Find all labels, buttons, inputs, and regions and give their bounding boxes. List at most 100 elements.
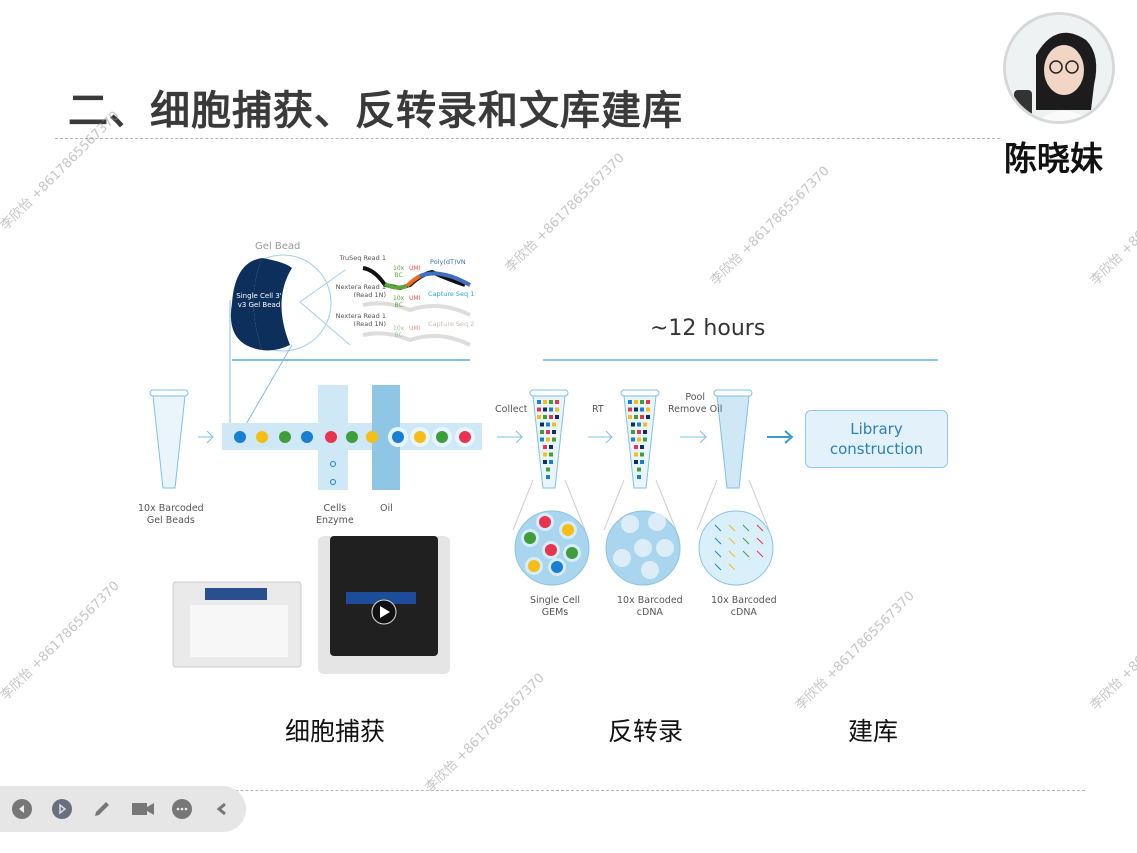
umi-label: UMI bbox=[409, 295, 421, 302]
zoom-line bbox=[512, 479, 534, 531]
oligo-read-label: TruSeq Read 1 bbox=[339, 254, 386, 262]
bead-dot bbox=[546, 475, 550, 479]
oil-label: Oil bbox=[380, 503, 393, 514]
bead-dot bbox=[552, 437, 556, 442]
gem bbox=[524, 532, 536, 544]
chromium-chip-photo bbox=[172, 581, 302, 668]
bead-dot bbox=[537, 415, 541, 419]
bead-dot bbox=[537, 407, 541, 412]
gel-bead-title: Gel Bead bbox=[255, 241, 301, 252]
bead-dot bbox=[628, 400, 632, 404]
bead-dot bbox=[634, 400, 638, 404]
bead-dot bbox=[628, 407, 632, 412]
bead-dot bbox=[628, 415, 632, 419]
presentation-toolbar bbox=[0, 786, 246, 832]
zoom-line bbox=[564, 479, 586, 531]
cdna-strand bbox=[728, 537, 736, 545]
bead-dot bbox=[543, 407, 547, 412]
umi-label: UMI bbox=[409, 265, 421, 272]
zoom-line bbox=[748, 479, 770, 531]
gem bbox=[539, 516, 551, 528]
camera-icon[interactable] bbox=[130, 797, 154, 821]
gel-bead bbox=[392, 431, 404, 443]
cdna-strand bbox=[756, 550, 764, 558]
oligo-read-label: Nextera Read 1(Read 1N) bbox=[335, 283, 386, 299]
bead-dot bbox=[543, 452, 547, 457]
gel-bead bbox=[301, 431, 313, 443]
collapse-icon[interactable] bbox=[210, 797, 234, 821]
gel-bead bbox=[234, 431, 246, 443]
bead-dot bbox=[643, 437, 647, 442]
zoom-line bbox=[655, 479, 677, 531]
bead-dot bbox=[543, 445, 547, 449]
gel-bead bbox=[414, 431, 426, 443]
bead-dot bbox=[634, 445, 638, 449]
bead-dot bbox=[640, 400, 644, 404]
magnified-view bbox=[698, 510, 774, 586]
next-icon[interactable] bbox=[50, 797, 74, 821]
cdna-strand bbox=[756, 524, 764, 532]
bead-dot bbox=[555, 415, 559, 419]
previous-icon[interactable] bbox=[10, 797, 34, 821]
gel-beads-tube bbox=[149, 389, 189, 489]
cdna-strand bbox=[756, 537, 764, 545]
bead-dot bbox=[634, 460, 638, 464]
bead-dot bbox=[640, 452, 644, 457]
gel-bead bbox=[366, 431, 378, 443]
bead-dot bbox=[555, 407, 559, 412]
section-label-library-prep: 建库 bbox=[848, 717, 899, 746]
bead-dot bbox=[540, 430, 544, 434]
gel-bead bbox=[459, 431, 471, 443]
footer-divider bbox=[55, 790, 1085, 791]
section-label-cell-capture: 细胞捕获 bbox=[285, 717, 386, 746]
gem bbox=[621, 515, 639, 533]
bead-dot bbox=[634, 415, 638, 419]
gel-bead bbox=[279, 431, 291, 443]
bead-dot bbox=[637, 430, 641, 434]
bead-dot bbox=[549, 452, 553, 457]
cdna-strand bbox=[742, 537, 750, 545]
bead-dot bbox=[549, 415, 553, 419]
pen-icon[interactable] bbox=[90, 797, 114, 821]
gel-bead-illustration bbox=[229, 254, 471, 439]
umi-label: UMI bbox=[409, 325, 421, 332]
gel-bead bbox=[436, 431, 448, 443]
cdna-strand bbox=[728, 550, 736, 558]
bead-dot bbox=[634, 407, 638, 412]
bead-dot bbox=[549, 460, 553, 464]
title-divider bbox=[55, 138, 1000, 139]
gem bbox=[613, 549, 631, 567]
bead-dot bbox=[546, 430, 550, 434]
bead-dot bbox=[549, 407, 553, 412]
presenter-avatar bbox=[1003, 12, 1115, 124]
cdna-strand bbox=[742, 524, 750, 532]
duration-label: ~12 hours bbox=[650, 316, 766, 341]
gem bbox=[566, 547, 578, 559]
bead-dot bbox=[540, 437, 544, 442]
more-icon[interactable] bbox=[170, 797, 194, 821]
bead-dot bbox=[543, 460, 547, 464]
presenter-name: 陈晓妹 bbox=[1004, 139, 1103, 178]
zoom-line bbox=[696, 479, 718, 531]
bead-dot bbox=[552, 422, 556, 427]
gem bbox=[545, 544, 557, 556]
collect-label: Collect bbox=[495, 404, 528, 415]
bead-dot bbox=[537, 400, 541, 404]
gem bbox=[551, 561, 563, 573]
bead-dot bbox=[543, 415, 547, 419]
rt-label: RT bbox=[592, 404, 604, 415]
oligo-read-label: Nextera Read 1(Read 1N) bbox=[335, 312, 386, 328]
bead-dot bbox=[643, 422, 647, 427]
tube-cap bbox=[529, 389, 569, 397]
gem bbox=[634, 539, 652, 557]
cdna-strand bbox=[742, 550, 750, 558]
gel-bead bbox=[346, 431, 358, 443]
cdna-strand bbox=[714, 563, 722, 571]
bead-dot bbox=[546, 422, 550, 427]
